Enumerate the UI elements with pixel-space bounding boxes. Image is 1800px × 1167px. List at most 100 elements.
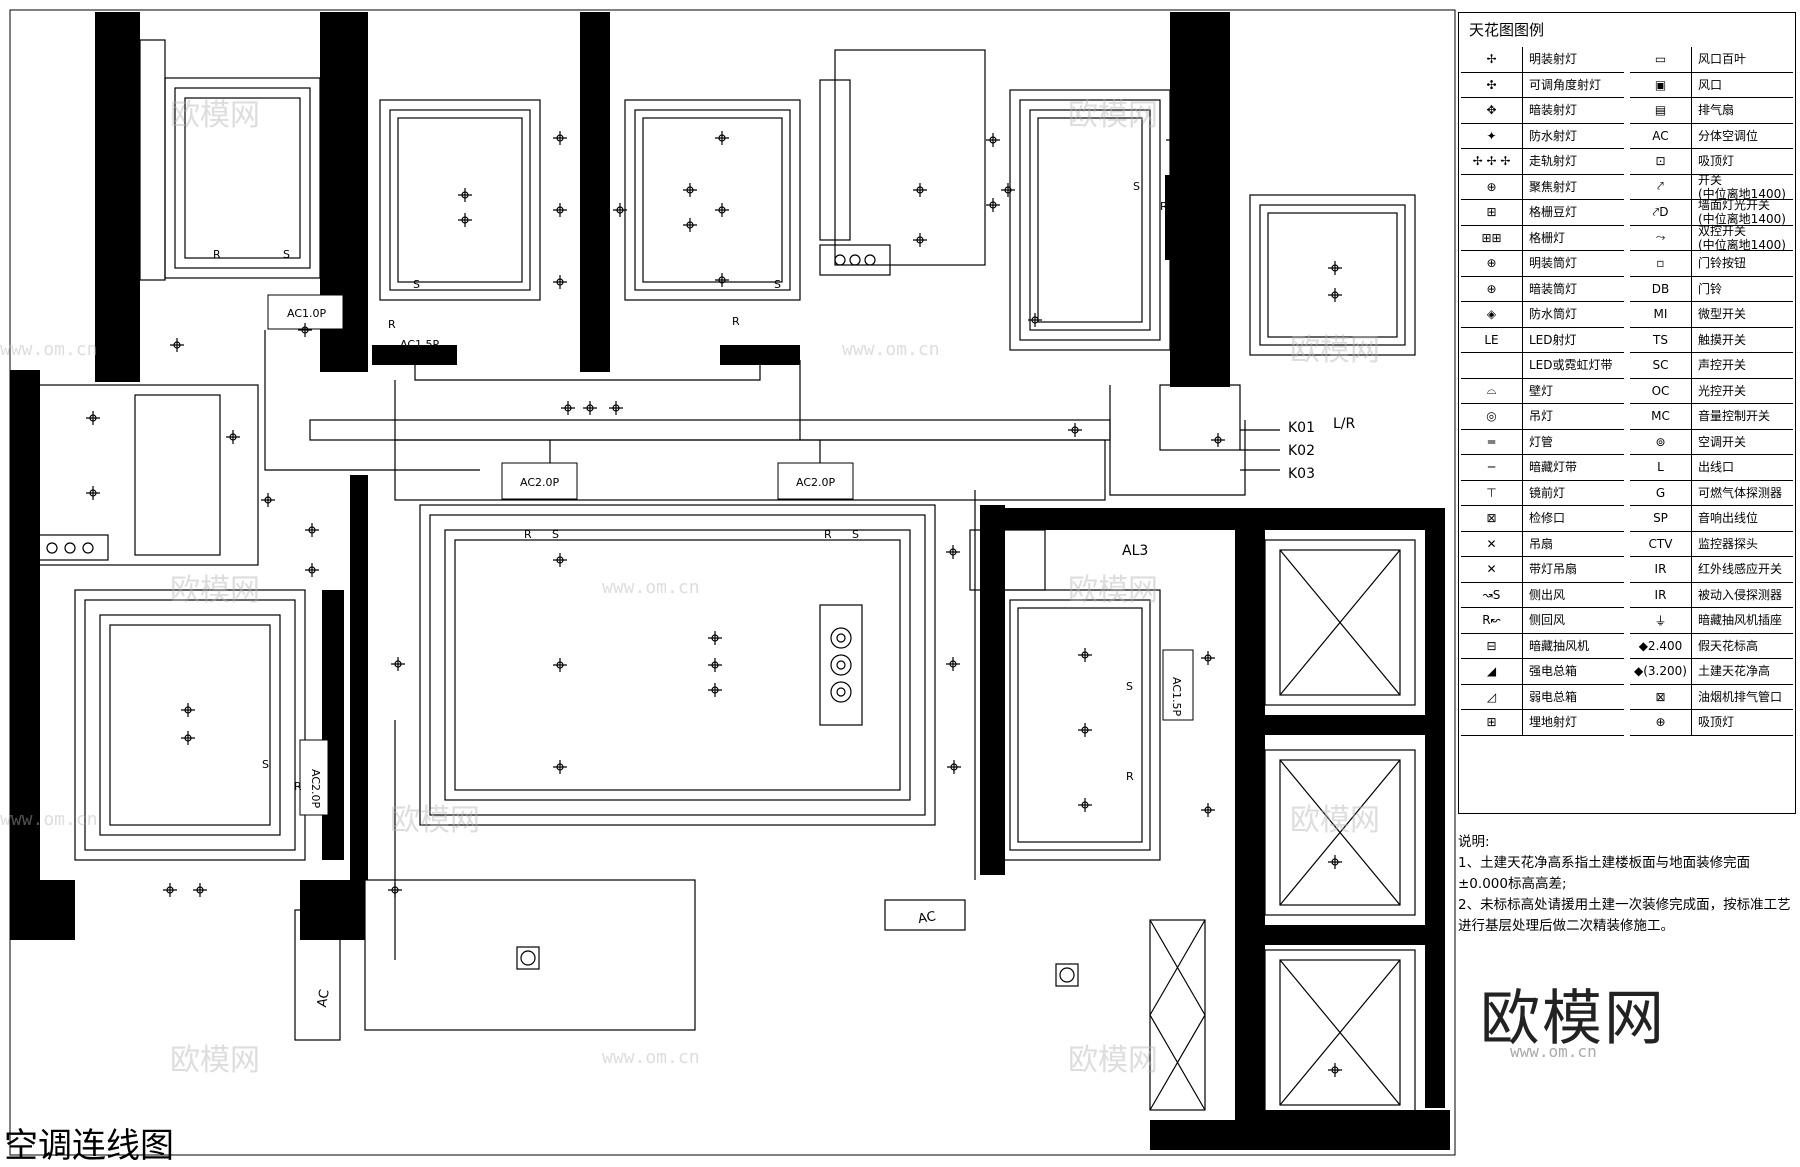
ceiling-light-icon [520,950,536,966]
legend-label: 聚焦射灯 [1529,179,1578,194]
legend-label: 可调角度射灯 [1529,77,1602,92]
light-fixture-icon [561,401,575,415]
legend-label: 音响出线位 [1698,511,1759,526]
legend-label: 暗装射灯 [1529,103,1578,118]
lr-label: L/R [1333,416,1356,432]
light-fixture-icon [1081,651,1089,659]
return-marker: R [732,315,740,328]
light-fixture-icon [1081,726,1089,734]
light-fixture-icon [946,657,960,671]
note-item: 1、土建天花净高系指土建楼板面与地面装修完面±0.000标高高差; [1458,855,1751,892]
ceiling-light-icon [516,946,540,970]
return-marker: R [1160,200,1168,213]
light-fixture-icon [1078,648,1092,662]
supply-marker: S [283,248,290,261]
legend-symbol-icon: ⊠ [1630,684,1692,709]
legend-label: 门铃按钮 [1698,256,1747,271]
light-fixture-icon [913,183,927,197]
legend-row: ▫ 门铃按钮 [1630,251,1793,277]
legend-label: 埋地射灯 [1529,715,1578,730]
legend-row: ⊟暗藏抽风机 [1461,633,1624,659]
light-fixture-icon [708,658,722,672]
light-fixture-icon [308,566,316,574]
light-fixture-icon [708,631,722,645]
legend-label: 油烟机排气管口 [1698,689,1783,704]
light-fixture-icon [950,763,958,771]
legend-row: ◿弱电总箱 [1461,684,1624,710]
return-marker: R [824,528,832,541]
legend-label: 排气扇 [1698,103,1735,118]
legend-row: ✥暗装射灯 [1461,98,1624,124]
circuit-k02: K02 [1288,443,1315,459]
legend-symbol-icon: ◈ [1461,302,1523,327]
brand-logo: 欧模网 [1480,984,1666,1054]
legend-label: 风口百叶 [1698,52,1747,67]
light-fixture-icon [949,548,957,556]
legend-symbol-icon: ⤤D [1630,200,1692,225]
return-marker: R [213,248,221,261]
legend-label: 侧回风 [1529,613,1566,628]
ac-label: AC1.5P [1170,677,1183,717]
light-fixture-icon [586,404,594,412]
supply-marker: S [413,278,420,291]
legend-symbol-icon: ⊚ [1630,429,1692,454]
watermark-url: www.om.cn [602,1047,700,1068]
legend-label: 出线口 [1698,460,1735,475]
legend-label: 双控开关 (中位离地1400) [1698,223,1786,252]
light-fixture-icon [1204,806,1212,814]
light-fixture-icon [686,186,694,194]
light-fixture-icon [461,216,469,224]
return-marker: R [294,780,302,793]
legend-symbol-icon: SC [1630,353,1692,378]
light-fixture-icon [1328,855,1342,869]
legend-row: ⊞⊞格栅灯 [1461,225,1624,251]
supply-marker: S [774,278,781,291]
light-fixture-icon [1004,186,1012,194]
legend-row: ✢ ✢ ✢走轨射灯 [1461,149,1624,175]
legend-label: 可燃气体探测器 [1698,485,1783,500]
light-fixture-icon [989,201,997,209]
light-fixture-icon [1201,651,1215,665]
legend-row: ⊚空调开关 [1630,429,1793,455]
light-fixture-icon [718,276,726,284]
light-fixture-icon [1331,1066,1339,1074]
legend-label: 暗藏灯带 [1529,460,1578,475]
legend-symbol-icon: ▫ [1630,251,1692,276]
legend-label: 格栅豆灯 [1529,205,1578,220]
legend-row: ✕带灯吊扇 [1461,557,1624,583]
light-fixture-icon [184,706,192,714]
legend-symbol-icon: DB [1630,276,1692,301]
circuit-k01: K01 [1288,420,1315,436]
legend-row: ◆(3.200)土建天花净高 [1630,659,1793,685]
watermark-url: www.om.cn [842,339,940,360]
legend-symbol-icon: TS [1630,327,1692,352]
supply-marker: S [262,758,269,771]
light-fixture-icon [181,731,195,745]
legend-label: 壁灯 [1529,383,1554,398]
light-fixture-icon [715,203,729,217]
light-fixture-icon [301,326,309,334]
watermark: 欧模网 [170,1043,260,1078]
legend-row: LED或霓虹灯带 [1461,353,1624,379]
legend-row: ▣风口 [1630,72,1793,98]
light-fixture-icon [1081,801,1089,809]
watermark-url: www.om.cn [0,339,98,360]
light-fixture-icon [391,657,405,671]
legend-row: ⊕暗装筒灯 [1461,276,1624,302]
legend-symbol-icon: ─ [1461,455,1523,480]
light-fixture-icon [1331,291,1339,299]
legend-row: ⊕明装筒灯 [1461,251,1624,277]
supply-marker: S [1126,680,1133,693]
light-fixture-icon [1078,723,1092,737]
legend-row: ⊠ 油烟机排气管口 [1630,684,1793,710]
legend-symbol-icon: ◎ [1461,404,1523,429]
light-fixture-icon [1328,288,1342,302]
legend-symbol-icon: ⊤ [1461,480,1523,505]
light-fixture-icon [328,243,342,257]
legend-symbol-icon: ⤤ [1630,174,1692,199]
